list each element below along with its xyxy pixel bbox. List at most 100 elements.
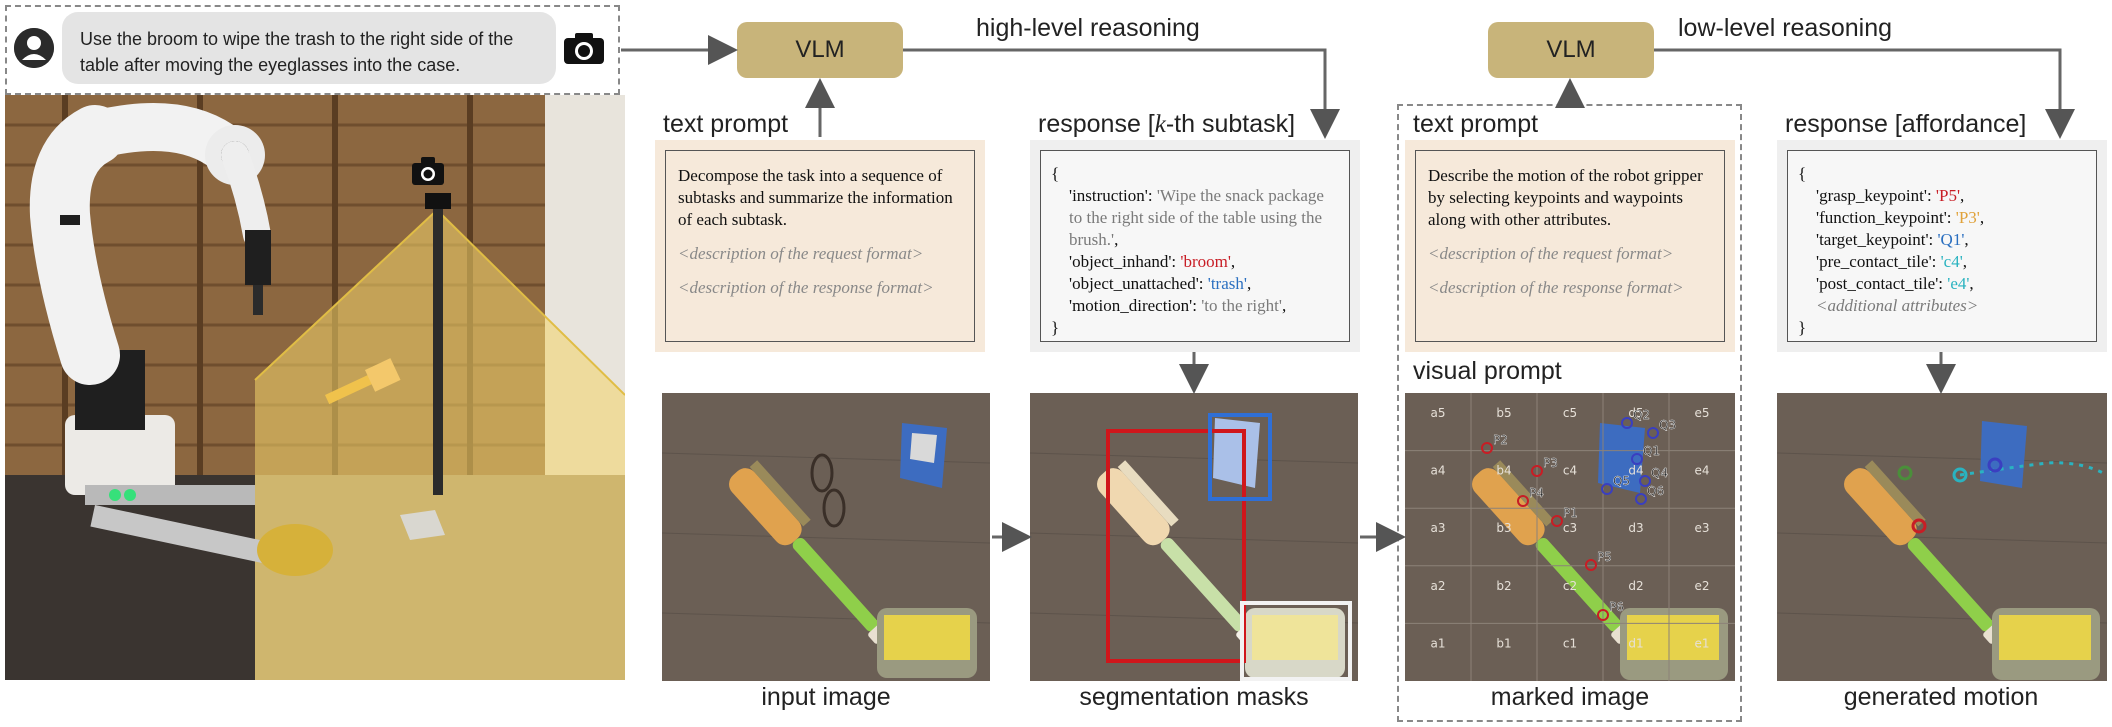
grid-tile-label: b1 — [1496, 636, 1511, 650]
comma: , — [1960, 186, 1965, 205]
q-keypoint-marker — [1631, 453, 1643, 465]
input-image-panel — [662, 393, 990, 681]
brace-open: { — [1051, 164, 1060, 183]
object-inhand-line: 'object_inhand': 'broom', — [1051, 251, 1339, 273]
grasp-line: 'grasp_keypoint': 'P5', — [1798, 185, 2086, 207]
brace-open: { — [1798, 164, 1807, 183]
comma: , — [1230, 252, 1236, 271]
post-contact-key: 'post_contact_tile': — [1816, 274, 1948, 293]
function-key: 'function_keypoint': — [1816, 208, 1956, 227]
target-key: 'target_keypoint': — [1816, 230, 1938, 249]
response-subtask-label: response [k-th subtask] — [1038, 110, 1295, 139]
pre-contact-point — [1952, 467, 1968, 483]
grid-tile-label: b5 — [1496, 406, 1511, 420]
grid-tile-label: e2 — [1694, 579, 1709, 593]
grid-tile-label: c4 — [1563, 464, 1577, 478]
q-keypoint-label: Q1 — [1643, 444, 1660, 458]
robot-scene-photo — [5, 95, 625, 680]
generated-motion-panel — [1777, 393, 2107, 681]
p-keypoint-label: P1 — [1563, 506, 1578, 520]
generated-motion-caption: generated motion — [1843, 683, 2039, 711]
grid-tile-label: c5 — [1563, 406, 1577, 420]
post-contact-line: 'post_contact_tile': 'e4', — [1798, 273, 2086, 295]
text-prompt-card-2: Describe the motion of the robot gripper… — [1405, 140, 1735, 352]
pre-contact-value: 'c4' — [1940, 252, 1963, 271]
case-mask-box — [1240, 601, 1352, 681]
prompt-text: Decompose the task into a sequence of su… — [678, 166, 953, 229]
user-avatar-icon — [14, 28, 54, 68]
p-keypoint-label: P4 — [1529, 486, 1544, 500]
p-keypoint-label: P6 — [1609, 600, 1624, 614]
response-format-placeholder: <description of the response format> — [678, 278, 934, 297]
grid-tile-label: d5 — [1628, 406, 1643, 420]
comma: , — [1962, 252, 1968, 271]
object-unattached-value: 'trash' — [1207, 274, 1247, 293]
grid-tile-label: a2 — [1431, 579, 1446, 593]
q-keypoint-marker — [1635, 493, 1647, 505]
q-keypoint-marker — [1601, 483, 1613, 495]
vlm-label: VLM — [795, 36, 845, 63]
q-keypoint-label: Q4 — [1651, 466, 1668, 480]
object-unattached-key: 'object_unattached': — [1069, 274, 1208, 293]
grid-tile-label: a3 — [1431, 521, 1446, 535]
comma: , — [1969, 274, 1974, 293]
request-format-placeholder: <description of the request format> — [678, 244, 924, 263]
p-keypoint-marker — [1517, 495, 1529, 507]
grid-tile-label: a5 — [1431, 406, 1446, 420]
instruction-line: 'instruction': 'Wipe the snack package t… — [1051, 185, 1339, 251]
broom-mask-box — [1106, 429, 1246, 663]
p-keypoint-label: P2 — [1493, 433, 1508, 447]
q-keypoint-marker — [1621, 417, 1633, 429]
text-prompt-content-2: Describe the motion of the robot gripper… — [1415, 150, 1725, 342]
request-format-placeholder: <description of the request format> — [1428, 244, 1674, 263]
response-label-suffix: -th subtask] — [1165, 110, 1296, 138]
grid-tile-label: e5 — [1694, 406, 1709, 420]
instruction-value: 'Wipe the snack package to the right sid… — [1069, 186, 1324, 249]
affordance-response-content: { 'grasp_keypoint': 'P5', 'function_keyp… — [1787, 150, 2097, 342]
grid-tile-label: b4 — [1496, 464, 1511, 478]
response-label-k: k — [1154, 111, 1166, 138]
camera-icon — [562, 30, 606, 66]
q-keypoint-marker — [1647, 427, 1659, 439]
q-keypoint-label: Q6 — [1647, 484, 1664, 498]
object-unattached-line: 'object_unattached': 'trash', — [1051, 273, 1339, 295]
p-keypoint-label: P5 — [1597, 550, 1612, 564]
function-line: 'function_keypoint': 'P3', — [1798, 207, 2086, 229]
grid-tile-label: d1 — [1628, 636, 1643, 650]
grid-tile-label: e1 — [1694, 636, 1709, 650]
comma: , — [1281, 296, 1287, 315]
subtask-response-content: { 'instruction': 'Wipe the snack package… — [1040, 150, 1350, 342]
vlm-label: VLM — [1546, 36, 1596, 63]
grid-tile-label: e4 — [1694, 464, 1709, 478]
low-level-reasoning-label: low-level reasoning — [1678, 14, 1893, 42]
grid-tile-label: b2 — [1496, 579, 1511, 593]
grid-tile-label: e3 — [1694, 521, 1709, 535]
motion-trajectory — [1959, 461, 2107, 477]
function-value: 'P3' — [1955, 208, 1980, 227]
text-prompt-content: Decompose the task into a sequence of su… — [665, 150, 975, 342]
instruction-bubble: Use the broom to wipe the trash to the r… — [62, 12, 556, 84]
grid-tile-label: a4 — [1431, 464, 1446, 478]
additional-attributes: <additional attributes> — [1816, 296, 1979, 315]
instruction-text: Use the broom to wipe the trash to the r… — [80, 29, 514, 75]
p-keypoint-marker — [1597, 609, 1609, 621]
text-prompt-label: text prompt — [1413, 110, 1539, 138]
grasp-value: 'P5' — [1935, 186, 1961, 205]
p-keypoint-marker — [1481, 442, 1493, 454]
target-keypoint-marker — [1987, 457, 2003, 473]
p-keypoint-marker — [1531, 465, 1543, 477]
grid-tile-label: c3 — [1563, 521, 1577, 535]
grasp-key: 'grasp_keypoint': — [1816, 186, 1936, 205]
p-keypoint-marker — [1551, 515, 1563, 527]
marked-image-caption: marked image — [1490, 683, 1650, 711]
response-label-prefix: response [ — [1038, 110, 1155, 138]
q-keypoint-label: Q2 — [1633, 408, 1650, 422]
visual-prompt-label: visual prompt — [1413, 357, 1562, 385]
grid-tile-label: c2 — [1563, 579, 1577, 593]
vlm-box-low-level: VLM — [1488, 22, 1654, 78]
brace-close: } — [1798, 318, 1807, 337]
instruction-bar — [5, 5, 620, 95]
target-value: 'Q1' — [1937, 230, 1965, 249]
pre-contact-line: 'pre_contact_tile': 'c4', — [1798, 251, 2086, 273]
